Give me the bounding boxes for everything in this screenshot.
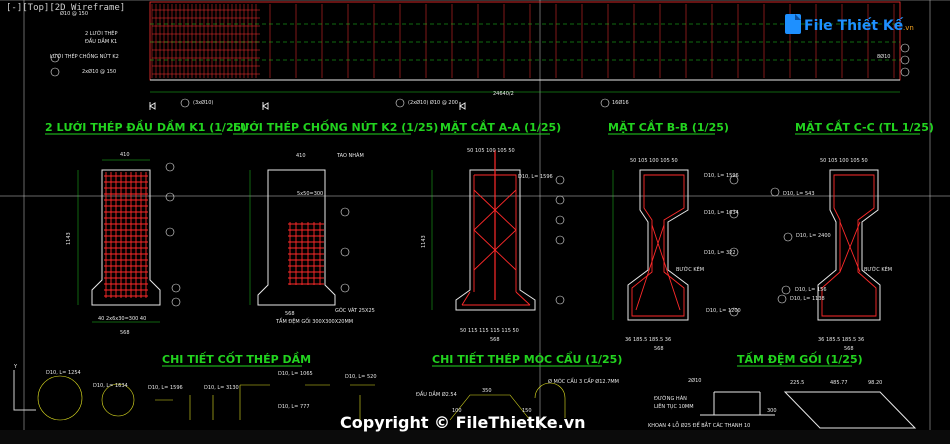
cc-label-4: D10, L= 1138 xyxy=(790,296,825,302)
cc-label-3: D10, L= 156 xyxy=(795,287,827,293)
pad-dim-4: 300 xyxy=(767,408,777,414)
cc-top-dims: 50 105 100 105 50 xyxy=(820,158,868,164)
aa-bottom-dims: 50 115 115 115 115 50 xyxy=(460,328,519,334)
svg-text:Y: Y xyxy=(13,364,18,370)
title-tam-dem-goi: TẤM ĐỆM GỐI (1/25) xyxy=(737,351,863,366)
pad-dim-3: 98.20 xyxy=(868,380,882,386)
pad-dim-1: 225.5 xyxy=(790,380,804,386)
label-3xd10: (3xØ10) xyxy=(193,99,213,106)
drawing-k1-mesh: 410 1143 40 2x6x30=300 40 568 xyxy=(66,152,181,336)
drawing-section-cc: 50 105 100 105 50 36 185.5 185.5 36 568 … xyxy=(770,158,892,352)
detail-label-4: D10, L= 3130 xyxy=(204,385,239,391)
title-section-bb: MẶT CẮT B-B (1/25) xyxy=(608,119,729,134)
logo-suffix: .vn xyxy=(903,24,914,32)
span-dim: 24640/2 xyxy=(493,91,514,97)
elevation-rebar-layout: 24640/2 Ø10 @ 150 2 LƯỚI THÉP ĐẦU DẦM K1… xyxy=(50,1,910,110)
pad-note-1: ĐƯỜNG HÀN xyxy=(654,395,687,402)
title-section-aa: MẶT CẮT A-A (1/25) xyxy=(440,119,561,134)
drawing-section-bb: 50 105 100 105 50 36 185.5 185.5 36 568 … xyxy=(612,158,741,352)
label-d10-150: Ø10 @ 150 xyxy=(60,10,88,17)
hook-note-2: ĐẦU DẦM Ø2.54 xyxy=(416,390,457,398)
k2-bottom-width: 568 xyxy=(285,311,295,317)
cc-buoc-kem: BƯỚC KÈM xyxy=(864,265,892,273)
title-chi-tiet-cot-thep: CHI TIẾT CỐT THÉP DẦM xyxy=(162,351,311,366)
drawing-k2-mesh: TAO NHÁM 410 5x50=300 568 GÓC VÁT 25X25 … xyxy=(249,152,375,325)
hook-dim-1: 350 xyxy=(482,388,492,394)
k1-height: 1143 xyxy=(66,232,72,245)
label-2-luoi-thep: 2 LƯỚI THÉP xyxy=(85,29,117,37)
cc-label-2: D10, L= 2400 xyxy=(796,233,831,239)
k1-width: 410 xyxy=(120,152,130,158)
k2-note-bearing: TẤM ĐỆM GỐI 300X300X20MM xyxy=(275,317,353,325)
title-moc-cau: CHI TIẾT THÉP MÓC CẨU (1/25) xyxy=(432,351,622,366)
title-section-cc: MẶT CẮT C-C (TL 1/25) xyxy=(795,119,934,134)
drawing-bearing-pad: 2Ø10 ĐƯỜNG HÀN LIÊN TỤC 10MM KHOAN 4 LỖ … xyxy=(648,377,917,429)
pad-label-top: 2Ø10 xyxy=(688,377,701,384)
pad-note-2: LIÊN TỤC 10MM xyxy=(654,402,694,410)
label-16d16: 16Ø16 xyxy=(612,99,629,106)
copyright-watermark: Copyright © FileThietKe.vn xyxy=(340,413,586,432)
drawing-section-aa: 50 105 100 105 50 50 115 115 115 115 50 … xyxy=(421,148,565,343)
aa-bottom-width: 568 xyxy=(490,337,500,343)
detail-label-1: D10, L= 1254 xyxy=(46,370,81,376)
label-2xd10-200: (2xØ10) Ø10 @ 200 xyxy=(408,99,458,106)
k2-width: 410 xyxy=(296,153,306,159)
bb-top-dims: 50 105 100 105 50 xyxy=(630,158,678,164)
status-strip xyxy=(0,430,950,444)
pad-note-3: KHOAN 4 LỖ Ø25 ĐỂ BẮT CÁC THANH 10 xyxy=(648,421,750,429)
aa-height: 1143 xyxy=(421,235,427,248)
aa-bar-label: D10, L= 1596 xyxy=(518,174,553,180)
cc-bottom-dims: 36 185.5 185.5 36 xyxy=(818,337,864,343)
bb-bottom-dims: 36 185.5 185.5 36 xyxy=(625,337,671,343)
bb-bottom-width: 568 xyxy=(654,346,664,352)
k2-note-chamfer: GÓC VÁT 25X25 xyxy=(335,307,375,314)
aa-top-dims: 50 105 100 105 50 xyxy=(467,148,515,154)
k1-bottom-width: 568 xyxy=(120,330,130,336)
drawing-rebar-details: D10, L= 1254 D10, L= 1634 D10, L= 1596 D… xyxy=(13,364,377,421)
label-dau-dam-k1: ĐẦU DẦM K1 xyxy=(85,37,117,45)
label-2xd10: 2xØ10 @ 150 xyxy=(82,68,116,75)
detail-label-5: D10, L= 1065 xyxy=(278,371,313,377)
k2-grid-dim: 5x50=300 xyxy=(297,191,323,197)
logo-file-icon xyxy=(785,14,801,34)
drawing-hook-detail: Ø MÓC CẨU 3 CẤP Ø12.7MM ĐẦU DẦM Ø2.54 35… xyxy=(416,377,619,421)
detail-label-6: D10, L= 520 xyxy=(345,374,377,380)
label-luoi-chong-nut: LƯỚI THÉP CHỐNG NỨT K2 xyxy=(50,52,119,60)
hook-dim-2: 100 xyxy=(452,408,462,414)
title-k2: LƯỚI THÉP CHỐNG NỨT K2 (1/25) xyxy=(233,119,438,134)
logo: File Thiết Kế .vn xyxy=(785,14,914,34)
bb-label-3: D10, L= 322 xyxy=(704,250,736,256)
bb-label-1: D10, L= 1596 xyxy=(704,173,739,179)
hook-dim-3: 150 xyxy=(522,408,532,414)
detail-label-3: D10, L= 1596 xyxy=(148,385,183,391)
detail-label-2: D10, L= 1634 xyxy=(93,383,128,389)
k1-bottom-dims: 40 2x6x30=300 40 xyxy=(98,316,146,322)
hook-note-1: Ø MÓC CẨU 3 CẤP Ø12.7MM xyxy=(548,377,619,385)
detail-label-7: D10, L= 777 xyxy=(278,404,310,410)
k2-top-note: TAO NHÁM xyxy=(336,152,364,159)
title-k1: 2 LƯỚI THÉP ĐẦU DẦM K1 (1/25) xyxy=(45,120,246,134)
cc-label-1: D10, L= 543 xyxy=(783,191,815,197)
bb-label-4: D10, L= 1200 xyxy=(706,308,741,314)
bb-buoc-kem: BƯỚC KÈM xyxy=(676,265,704,273)
pad-dim-2: 485.77 xyxy=(830,380,848,386)
label-8d10: 8Ø10 xyxy=(877,53,890,60)
bb-label-2: D10, L= 1634 xyxy=(704,210,739,216)
viewport-label[interactable]: [-][Top][2D Wireframe] xyxy=(6,3,126,13)
logo-text: File Thiết Kế xyxy=(804,17,904,34)
cc-bottom-width: 568 xyxy=(844,346,854,352)
